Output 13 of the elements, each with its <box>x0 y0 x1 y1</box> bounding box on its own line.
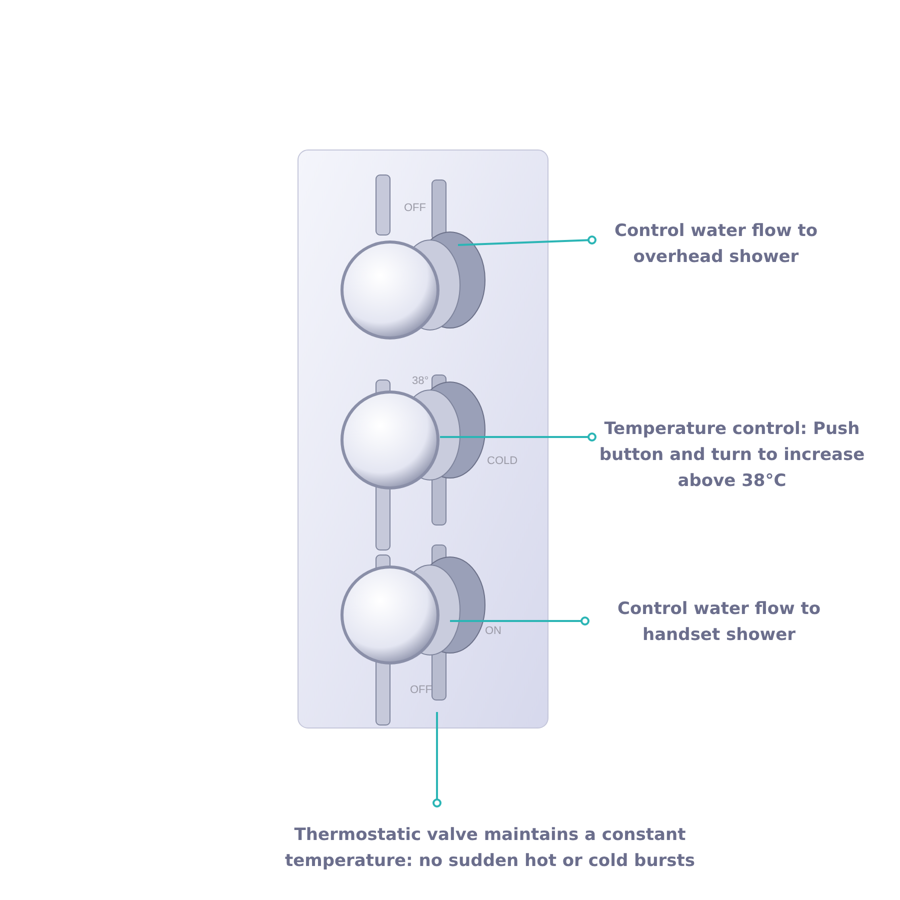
plate-marking: OFF <box>410 684 432 696</box>
plate-marking: COLD <box>487 455 518 467</box>
leader-line <box>432 712 442 808</box>
callout-text: Thermostatic valve maintains a constant temperature: no sudden hot or cold bursts <box>284 824 696 873</box>
callout-text: Control water flow to overhead shower <box>613 220 819 269</box>
leader-line <box>440 432 596 442</box>
callout-text: Temperature control: Push button and turn to increase above 38°C <box>598 418 866 493</box>
plate-marking: OFF <box>404 202 426 214</box>
plate-marking: 38° <box>412 375 429 387</box>
callout-text: Control water flow to handset shower <box>616 598 822 647</box>
leader-line <box>450 616 590 626</box>
leader-line <box>458 236 596 246</box>
plate-marking: ON <box>485 625 502 637</box>
